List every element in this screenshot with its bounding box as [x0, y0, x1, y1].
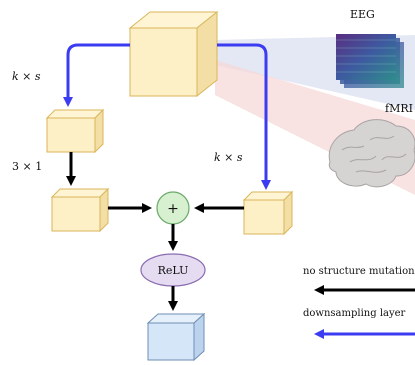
- relu-label: ReLU: [158, 264, 189, 277]
- brain-image: [328, 119, 415, 188]
- blue-arrow-left: [63, 43, 130, 107]
- legend-downsampling-layer-label: downsampling layer: [303, 308, 406, 319]
- left-lower-cube: [50, 187, 110, 233]
- left-upper-cube: [45, 108, 105, 154]
- k-times-s-right-label: k × s: [214, 151, 243, 164]
- legend-no-structure-mutation-label: no structure mutation: [303, 266, 415, 277]
- blue-arrow-right: [217, 43, 271, 190]
- eeg-image: [336, 34, 404, 88]
- three-by-one-label: 3 × 1: [12, 160, 42, 173]
- input-cube: [128, 10, 219, 98]
- output-cube: [146, 312, 206, 362]
- eeg-label: EEG: [350, 8, 375, 21]
- fmri-label: fMRI: [385, 102, 413, 115]
- k-times-s-left-label: k × s: [12, 70, 41, 83]
- right-cube: [242, 190, 294, 236]
- add-symbol: +: [167, 201, 179, 217]
